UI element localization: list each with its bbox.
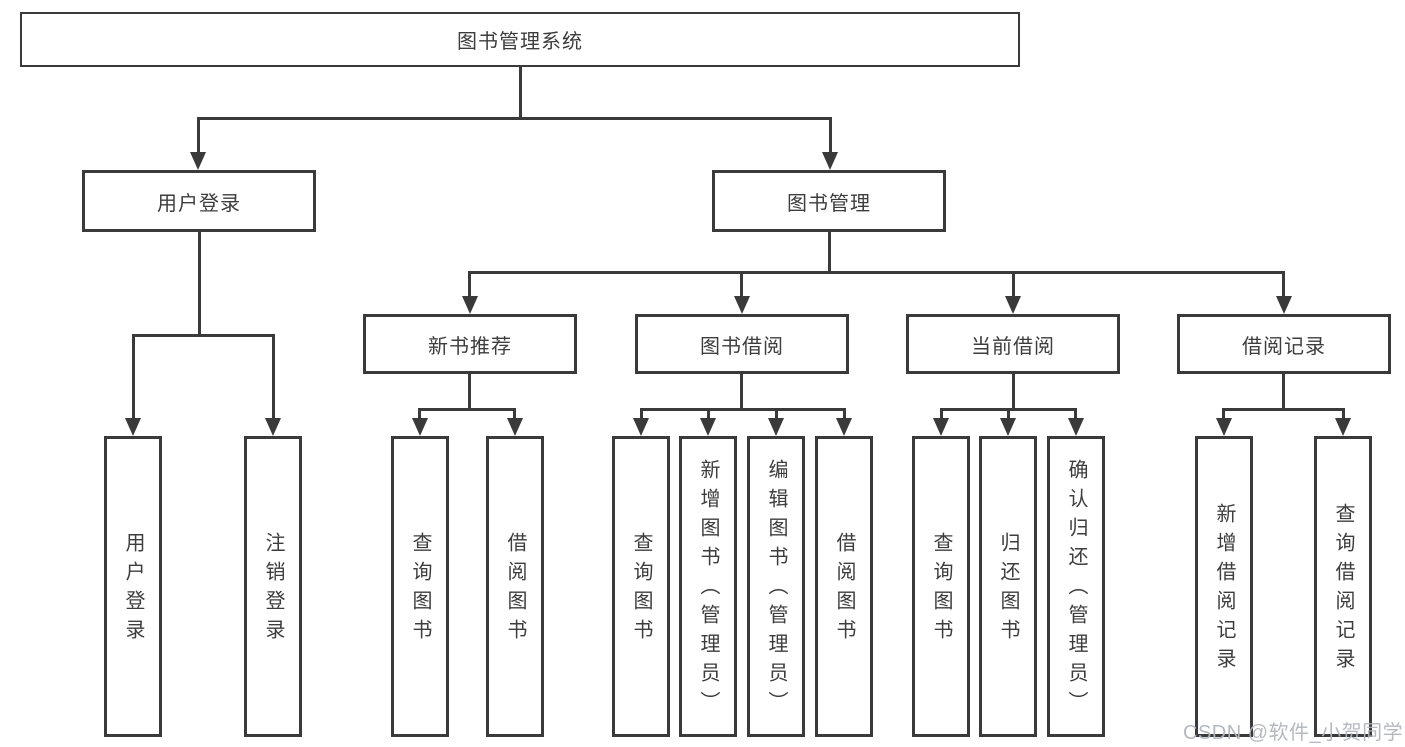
leaf-edit-books-admin: 编辑图书（管理员） (747, 436, 805, 737)
connector-line (740, 271, 743, 298)
leaf-return-books: 归还图书 (979, 436, 1037, 737)
leaf-confirm-return-admin: 确认归还（管理员） (1047, 436, 1105, 737)
arrow-head (822, 152, 838, 170)
arrow-head (836, 418, 852, 436)
connector-line (1007, 408, 1010, 420)
node-borrowing-records: 借阅记录 (1177, 314, 1391, 374)
connector-line (513, 408, 516, 420)
leaf-query-books-borrow: 查询图书 (612, 436, 670, 737)
connector-line (468, 271, 1285, 274)
connector-line (707, 408, 710, 420)
arrow-head (734, 296, 750, 314)
connector-line (1012, 374, 1015, 411)
connector-line (640, 408, 643, 420)
connector-line (843, 408, 846, 420)
leaf-add-books-admin: 新增图书（管理员） (679, 436, 737, 737)
connector-line (198, 232, 201, 336)
connector-line (1222, 408, 1225, 420)
leaf-user-login: 用户登录 (104, 436, 162, 737)
arrow-head (933, 418, 949, 436)
connector-line (197, 117, 200, 153)
connector-line (640, 408, 846, 411)
arrow-head (507, 418, 523, 436)
arrow-head (700, 418, 716, 436)
connector-line (468, 271, 471, 298)
connector-line (829, 117, 832, 153)
connector-line (1222, 408, 1344, 411)
connector-line (197, 117, 832, 120)
leaf-logout: 注销登录 (244, 436, 302, 737)
connector-line (468, 374, 471, 411)
node-current-borrowing: 当前借阅 (906, 314, 1120, 374)
csdn-watermark: CSDN @软件_小贺同学 (1183, 722, 1404, 744)
connector-line (272, 334, 275, 420)
connector-line (519, 67, 522, 119)
connector-line (828, 232, 831, 273)
connector-line (132, 334, 135, 420)
arrow-head (1216, 418, 1232, 436)
arrow-head (1005, 296, 1021, 314)
leaf-query-books-current: 查询图书 (912, 436, 970, 737)
connector-line (1282, 271, 1285, 298)
arrow-head (125, 418, 141, 436)
arrow-head (768, 418, 784, 436)
leaf-borrow-books-recommend: 借阅图书 (486, 436, 544, 737)
node-user-login: 用户登录 (82, 170, 316, 232)
leaf-borrow-books: 借阅图书 (815, 436, 873, 737)
connector-line (418, 408, 421, 420)
connector-line (740, 374, 743, 411)
arrow-head (190, 152, 206, 170)
node-book-management: 图书管理 (712, 170, 946, 232)
connector-line (1342, 408, 1345, 420)
leaf-query-borrow-record: 查询借阅记录 (1314, 436, 1372, 737)
node-new-book-recommend: 新书推荐 (363, 314, 577, 374)
leaf-query-books-recommend: 查询图书 (391, 436, 449, 737)
connector-line (1012, 271, 1015, 298)
connector-line (940, 408, 943, 420)
arrow-head (265, 418, 281, 436)
arrow-head (633, 418, 649, 436)
arrow-head (1276, 296, 1292, 314)
node-system-root: 图书管理系统 (20, 12, 1020, 67)
connector-line (775, 408, 778, 420)
node-book-borrowing: 图书借阅 (635, 314, 849, 374)
arrow-head (1068, 418, 1084, 436)
connector-line (1282, 374, 1285, 411)
arrow-head (1000, 418, 1016, 436)
connector-line (1074, 408, 1077, 420)
connector-line (418, 408, 516, 411)
leaf-add-borrow-record: 新增借阅记录 (1195, 436, 1253, 737)
connector-line (132, 334, 275, 337)
arrow-head (412, 418, 428, 436)
arrow-head (1335, 418, 1351, 436)
arrow-head (462, 296, 478, 314)
